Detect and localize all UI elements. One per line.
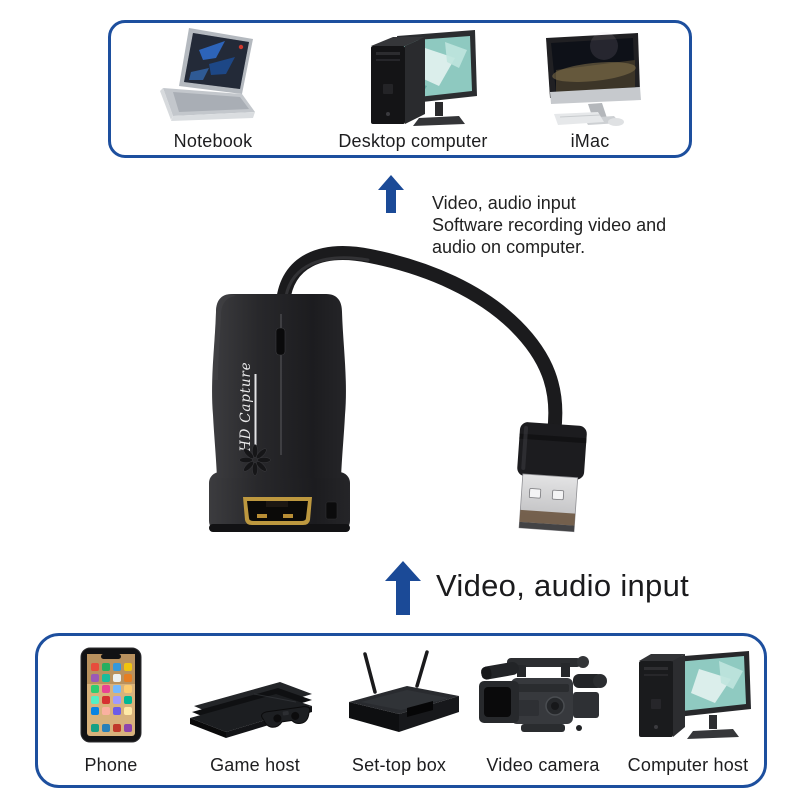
imac-icon [532, 32, 648, 131]
game-host-icon [184, 672, 326, 747]
computer-host-label: Computer host [627, 755, 749, 775]
upper-annotation-line-3: audio on computer. [432, 237, 586, 257]
usb-cable [276, 246, 563, 439]
device-side-notch [325, 501, 338, 520]
phone-icon [75, 647, 147, 748]
game-host-label: Game host [210, 755, 300, 775]
upper-annotation-line-2: Software recording video and [432, 215, 667, 235]
arrow-up-to-computers [378, 175, 404, 213]
sources-box: Phone [35, 633, 767, 788]
set-top-box-label: Set-top box [351, 755, 447, 775]
usb-connector [517, 422, 587, 533]
figure-video-camera: Video camera [471, 636, 615, 785]
capture-device-body: HD Capture [209, 294, 350, 532]
upper-annotation-line-1: Video, audio input [432, 193, 576, 213]
figure-computer-host: Computer host [616, 636, 760, 785]
set-top-box-icon [337, 650, 461, 747]
figure-set-top-box: Set-top box [327, 636, 471, 785]
device-print-label: HD Capture [238, 362, 257, 454]
figure-game-host: Game host [183, 636, 327, 785]
notebook-label: Notebook [173, 131, 253, 151]
desktop-computer-label: Desktop computer [338, 131, 488, 151]
figure-notebook: Notebook [138, 23, 288, 155]
upper-annotation: Video, audio input Software recording vi… [432, 192, 666, 258]
video-camera-label: Video camera [486, 755, 600, 775]
video-camera-icon [477, 648, 609, 747]
computers-box: Notebook [108, 20, 692, 158]
flower-logo-icon [239, 444, 271, 476]
hdmi-port [243, 497, 312, 525]
notebook-icon [151, 28, 275, 133]
phone-label: Phone [84, 755, 138, 775]
arrow-up-to-device [385, 561, 421, 615]
lower-annotation: Video, audio input [436, 568, 690, 603]
computer-host-icon [619, 647, 757, 748]
imac-label: iMac [570, 131, 610, 151]
figure-imac: iMac [515, 23, 665, 155]
capture-device-image: HD Capture [180, 240, 650, 575]
figure-desktop-computer: Desktop computer [338, 23, 488, 155]
svg-text:HD Capture: HD Capture [238, 362, 254, 453]
figure-phone: Phone [39, 636, 183, 785]
desktop-computer-icon [347, 28, 479, 135]
